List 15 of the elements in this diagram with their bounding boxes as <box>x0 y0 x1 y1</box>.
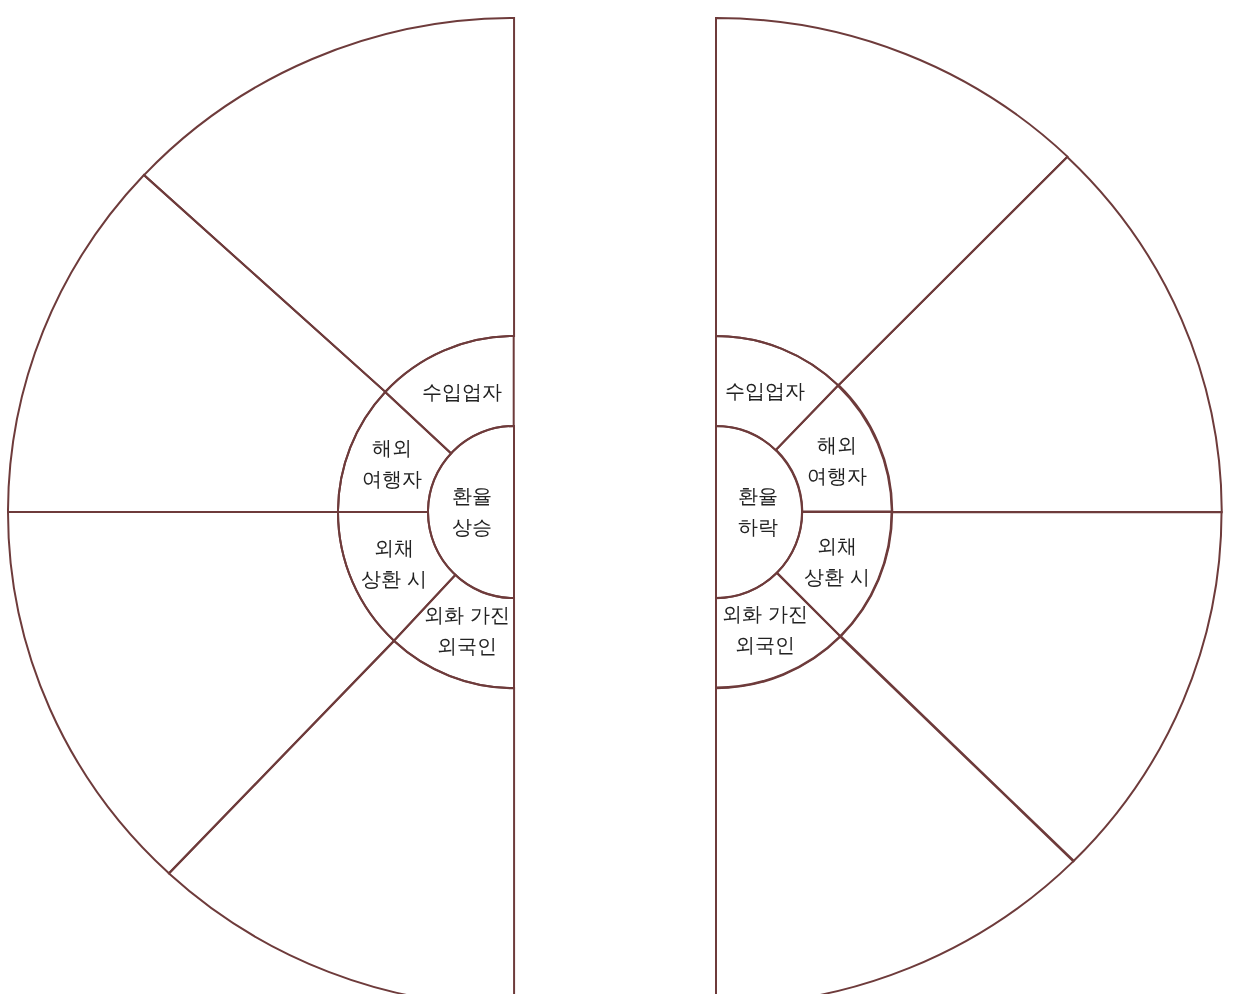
empty-sector <box>167 639 515 994</box>
ring-sector <box>427 425 515 599</box>
sector-label: 수입업자 <box>420 378 503 406</box>
sector-label: 수입업자 <box>724 377 807 405</box>
empty-sector <box>715 635 1075 994</box>
sector-label: 외채 상환 시 <box>802 533 872 592</box>
sector-label: 환율 상승 <box>451 483 493 541</box>
sector-label: 외화 가진 외국인 <box>720 601 810 660</box>
sector-label: 환율 하락 <box>737 483 779 541</box>
sector-label: 해외 여행자 <box>361 434 424 493</box>
ring-sector <box>715 571 842 689</box>
sector-label: 외화 가진 외국인 <box>422 602 512 661</box>
sector-label: 해외 여행자 <box>805 431 868 490</box>
ring-sector <box>715 425 803 599</box>
sector-label: 외채 상환 시 <box>359 535 429 594</box>
